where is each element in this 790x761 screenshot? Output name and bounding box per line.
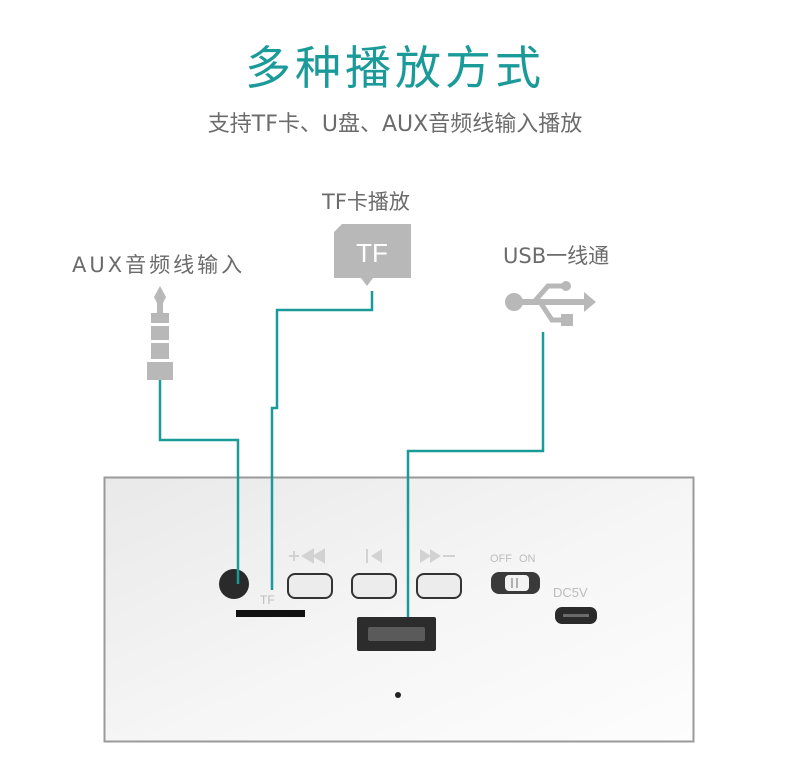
switch-on-label: ON xyxy=(519,553,536,565)
vol-up-prev-icon xyxy=(289,548,325,564)
play-pause-icon xyxy=(366,549,382,563)
tf-slot[interactable] xyxy=(236,610,305,617)
usb-icon xyxy=(505,281,596,326)
tf-card-label: TF卡播放 xyxy=(322,190,410,214)
aux-jack-icon xyxy=(147,286,173,380)
tf-slot-label: TF xyxy=(260,593,275,607)
page-subtitle: 支持TF卡、U盘、AUX音频线输入播放 xyxy=(207,112,583,137)
play-button[interactable] xyxy=(351,573,397,599)
aux-input-label: AUX音频线输入 xyxy=(72,253,246,277)
aux-port[interactable] xyxy=(219,569,249,599)
usb-label: USB一线通 xyxy=(503,244,610,268)
tf-card-icon: TF xyxy=(334,224,411,286)
next-button[interactable] xyxy=(416,573,462,599)
device-panel xyxy=(103,476,695,743)
switch-off-label: OFF xyxy=(490,553,512,565)
connector-lines xyxy=(158,291,545,617)
page-title: 多种播放方式 xyxy=(245,41,545,95)
tf-card-icon-text: TF xyxy=(356,238,388,268)
next-vol-down-icon xyxy=(420,549,455,563)
mic-hole xyxy=(395,692,401,698)
prev-button[interactable] xyxy=(287,573,333,599)
dc5v-label: DC5V xyxy=(553,585,588,600)
